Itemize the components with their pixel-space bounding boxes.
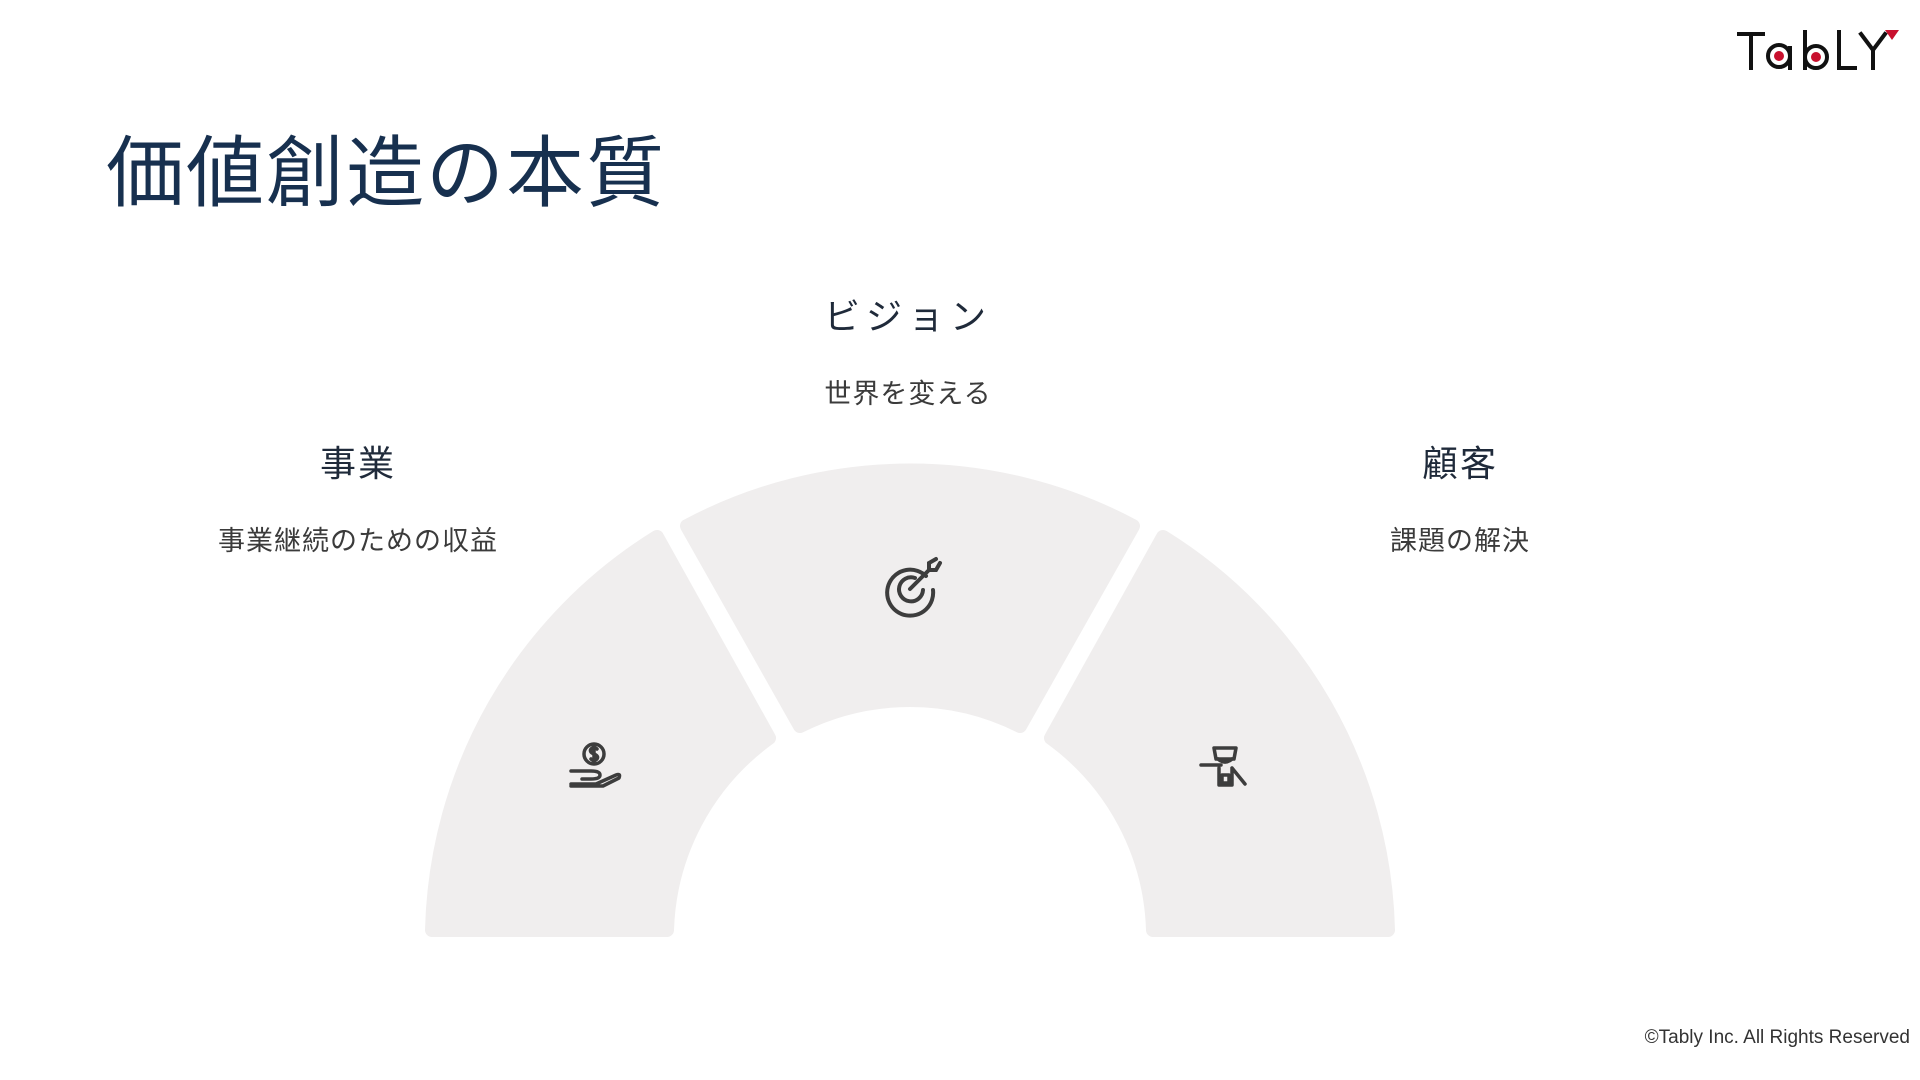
target-icon [885, 557, 942, 618]
customer-segment [1044, 530, 1395, 937]
vision-description: 世界を変える [824, 379, 992, 410]
copyright-footer: ©Tably Inc. All Rights Reserved [1644, 1027, 1910, 1048]
customer-person-icon [1199, 746, 1247, 787]
business-heading: 事業 [319, 444, 396, 485]
customer-heading: 顧客 [1421, 444, 1498, 485]
business-description: 事業継続のための収益 [218, 526, 498, 557]
vision-segment [680, 463, 1140, 733]
customer-label: 顧客 課題の解決 [1360, 435, 1560, 558]
page-title: 価値創造の本質 [106, 129, 667, 219]
business-segment [425, 530, 776, 937]
tably-logo [1737, 30, 1899, 70]
vision-label: ビジョン 世界を変える [808, 288, 1008, 411]
customer-description: 課題の解決 [1390, 526, 1530, 557]
business-label: 事業 事業継続のための収益 [208, 435, 508, 558]
coin-hand-icon [569, 742, 622, 788]
vision-heading: ビジョン [823, 297, 992, 338]
